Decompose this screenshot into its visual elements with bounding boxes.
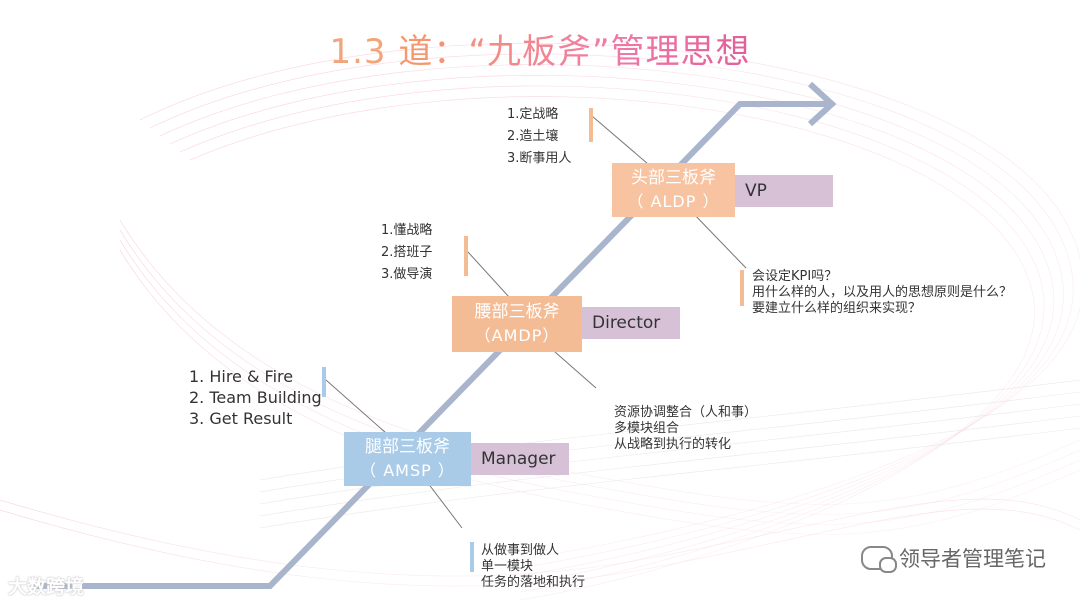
head-box: 头部三板斧 （ ALDP ） [612, 163, 735, 217]
head-box-abbr: （ ALDP ） [627, 192, 720, 211]
list-item: 3.做导演 [381, 267, 433, 282]
list-item: 资源协调整合（人和事） [614, 405, 758, 420]
leg-box-abbr: （ AMSP ） [360, 461, 455, 480]
role-director: Director [582, 307, 680, 339]
page-title: 1.3 道：“九板斧”管理思想 [0, 24, 1080, 73]
logo-text: 大数跨境 [8, 576, 85, 598]
top-notes-list: 会设定KPI吗？ 用什么样的人，以及用人的思想原则是什么？ 要建立什么样的组织来… [752, 269, 1012, 317]
list-item: 要建立什么样的组织来实现？ [752, 301, 922, 316]
title-number: 1.3 [329, 32, 387, 72]
list-item: 3.断事用人 [507, 151, 572, 166]
accent-bar [740, 270, 744, 306]
role-manager: Manager [471, 443, 569, 475]
list-item: 2. Team Building [189, 388, 322, 407]
waist-box-label: 腰部三板斧 [474, 302, 560, 322]
list-item: 任务的落地和执行 [481, 575, 586, 590]
logo: 大数跨境 [8, 572, 84, 599]
list-item: 2.造土壤 [507, 129, 559, 144]
list-item: 1. Hire & Fire [189, 367, 294, 386]
accent-bar [470, 542, 474, 572]
waist-box-abbr: （AMDP） [474, 326, 560, 345]
leg-box-label: 腿部三板斧 [365, 437, 450, 457]
top-tasks-list: 1.定战略 2.造土壤 3.断事用人 [507, 104, 571, 170]
middle-notes-list: 资源协调整合（人和事） 多模块组合 从战略到执行的转化 [614, 405, 757, 453]
waist-box: 腰部三板斧 （AMDP） [452, 296, 582, 352]
bottom-tasks-list: 1. Hire & Fire 2. Team Building 3. Get R… [189, 366, 322, 429]
list-item: 多模块组合 [614, 421, 680, 436]
accent-bar [589, 108, 593, 142]
title-text: 道：“九板斧”管理思想 [398, 32, 751, 72]
middle-tasks-list: 1.懂战略 2.搭班子 3.做导演 [381, 220, 432, 286]
watermark: 领导者管理笔记 [861, 543, 1046, 573]
list-item: 会设定KPI吗？ [752, 269, 838, 284]
list-item: 1.定战略 [507, 107, 559, 122]
list-item: 用什么样的人，以及用人的思想原则是什么？ [752, 285, 1013, 300]
head-box-label: 头部三板斧 [631, 168, 716, 188]
wechat-icon [861, 546, 897, 573]
list-item: 从战略到执行的转化 [614, 437, 732, 452]
list-item: 单一模块 [481, 559, 534, 574]
list-item: 3. Get Result [189, 409, 293, 428]
accent-bar [322, 367, 326, 397]
growth-arrow [30, 81, 837, 589]
list-item: 2.搭班子 [381, 245, 433, 260]
list-item: 1.懂战略 [381, 223, 433, 238]
accent-bar [464, 236, 468, 276]
leg-box: 腿部三板斧 （ AMSP ） [344, 432, 471, 486]
swirl-lines [0, 42, 1080, 601]
watermark-text: 领导者管理笔记 [899, 547, 1046, 571]
bottom-notes-list: 从做事到做人 单一模块 任务的落地和执行 [481, 543, 585, 591]
role-vp: VP [735, 175, 833, 207]
list-item: 从做事到做人 [481, 543, 560, 558]
